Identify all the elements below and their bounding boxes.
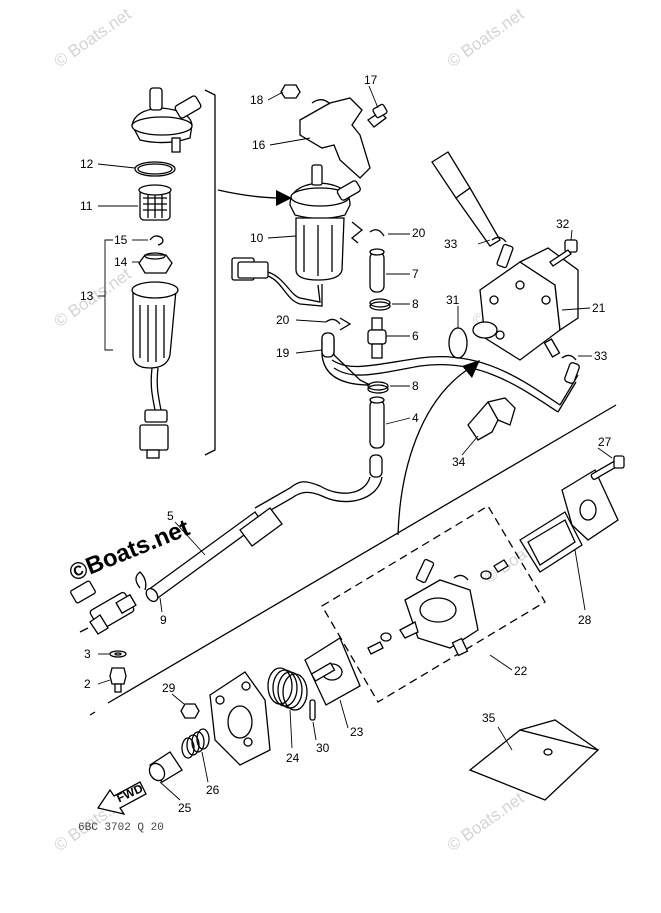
callout-31: 31: [446, 293, 460, 307]
callout-25: 25: [178, 801, 192, 815]
callout-34: 34: [452, 455, 466, 469]
callout-6: 6: [412, 329, 419, 343]
callout-27: 27: [598, 435, 612, 449]
callout-35: 35: [482, 711, 496, 725]
filter-assembly-exploded: [104, 87, 202, 459]
pump-exploded-lower: [148, 455, 625, 783]
callout-13: 13: [80, 289, 94, 303]
callout-32: 32: [556, 217, 570, 231]
callout-29: 29: [162, 681, 176, 695]
callout-30: 30: [316, 741, 330, 755]
hose-and-sensor: [70, 507, 283, 693]
callout-16: 16: [252, 138, 266, 152]
callout-33-top: 33: [444, 237, 458, 251]
callout-24: 24: [286, 751, 300, 765]
callout-21: 21: [592, 301, 606, 315]
fwd-arrow-icon: FWD: [96, 781, 147, 816]
callout-8-bottom: 8: [412, 379, 419, 393]
callout-8-top: 8: [412, 297, 419, 311]
callout-4: 4: [412, 411, 419, 425]
callout-7: 7: [412, 267, 419, 281]
callout-23: 23: [350, 725, 364, 739]
fuel-pump-assembly: [431, 151, 579, 441]
assembly-arrow: [217, 189, 480, 536]
callout-19: 19: [276, 346, 290, 360]
callout-33-right: 33: [594, 349, 608, 363]
callout-5: 5: [167, 509, 174, 523]
callout-17: 17: [364, 73, 378, 87]
callout-3: 3: [84, 647, 91, 661]
callout-20-mid: 20: [276, 313, 290, 327]
parts-bag: [468, 719, 600, 801]
callout-10: 10: [250, 231, 264, 245]
separator-lines: [89, 89, 617, 716]
callout-11: 11: [80, 199, 93, 213]
fuel-filter-assembly: [231, 84, 388, 307]
callout-9: 9: [160, 613, 167, 627]
callout-18: 18: [250, 93, 264, 107]
callout-28: 28: [578, 613, 592, 627]
spring-26: [181, 728, 210, 759]
callout-22: 22: [514, 664, 528, 678]
callouts: 12 11 15 14 13 18 17 16 10 20 7 8 6 20 1…: [80, 73, 613, 815]
callout-2: 2: [84, 677, 91, 691]
spring-24: [267, 667, 308, 711]
callout-20-top: 20: [412, 226, 426, 240]
callout-15: 15: [114, 233, 128, 247]
callout-12: 12: [80, 157, 94, 171]
hose-and-fittings: [254, 221, 580, 516]
callout-26: 26: [206, 783, 220, 797]
diagram-reference-code: 6BC 3702 Q 20: [78, 822, 164, 834]
callout-14: 14: [114, 255, 128, 269]
